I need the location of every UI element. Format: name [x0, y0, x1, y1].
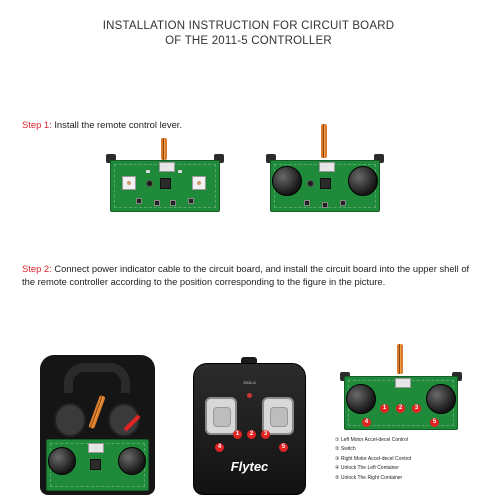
marker-4: 4 [215, 443, 224, 452]
marker-3: 3 [261, 430, 270, 439]
page-title-line-1: INSTALLATION INSTRUCTION FOR CIRCUIT BOA… [102, 20, 395, 32]
step-1-label: Step 1: [22, 119, 52, 130]
page-title-line-2: OF THE 2011-5 CONTROLLER [165, 35, 332, 47]
controller-model: 2011-5 [243, 380, 256, 385]
marker-1: 1 [233, 430, 242, 439]
step-2-label: Step 2: [22, 263, 52, 274]
circuit-board-with-levers [266, 124, 384, 216]
control-legend: ① Left Motor Accel-decel Control ② Switc… [335, 436, 411, 483]
transmitter-controller: 2011-5 4 1 2 3 5 Flytec [193, 357, 306, 495]
circuit-board-numbered: 1 2 3 4 5 [340, 344, 462, 432]
legend-item: ③ Right Motor Accel-decel Control [335, 455, 412, 462]
board-marker-1: 1 [380, 404, 389, 413]
legend-item: ① Left Motor Accel-decel Control [335, 437, 408, 443]
board-marker-4: 4 [362, 418, 371, 427]
legend-item: ④ Unlock The Left Container [335, 465, 399, 472]
circuit-board-without-levers [106, 138, 224, 216]
step-1-instruction: Step 1: Install the remote control lever… [22, 119, 477, 132]
step-2-instruction: Step 2: Connect power indicator cable to… [22, 263, 477, 288]
marker-5: 5 [279, 443, 288, 452]
remote-shell-with-board [40, 355, 155, 495]
marker-2: 2 [247, 430, 256, 439]
step-1-text: Install the remote control lever. [54, 119, 182, 130]
legend-item: ② Switch [335, 446, 356, 453]
board-marker-3: 3 [412, 404, 421, 413]
step-2-text: Connect power indicator cable to the cir… [22, 263, 470, 287]
board-marker-2: 2 [396, 404, 405, 413]
legend-item: ⑤ Unlock The Right Container [335, 474, 403, 481]
board-marker-5: 5 [430, 418, 439, 427]
controller-brand: Flytec [230, 459, 269, 474]
